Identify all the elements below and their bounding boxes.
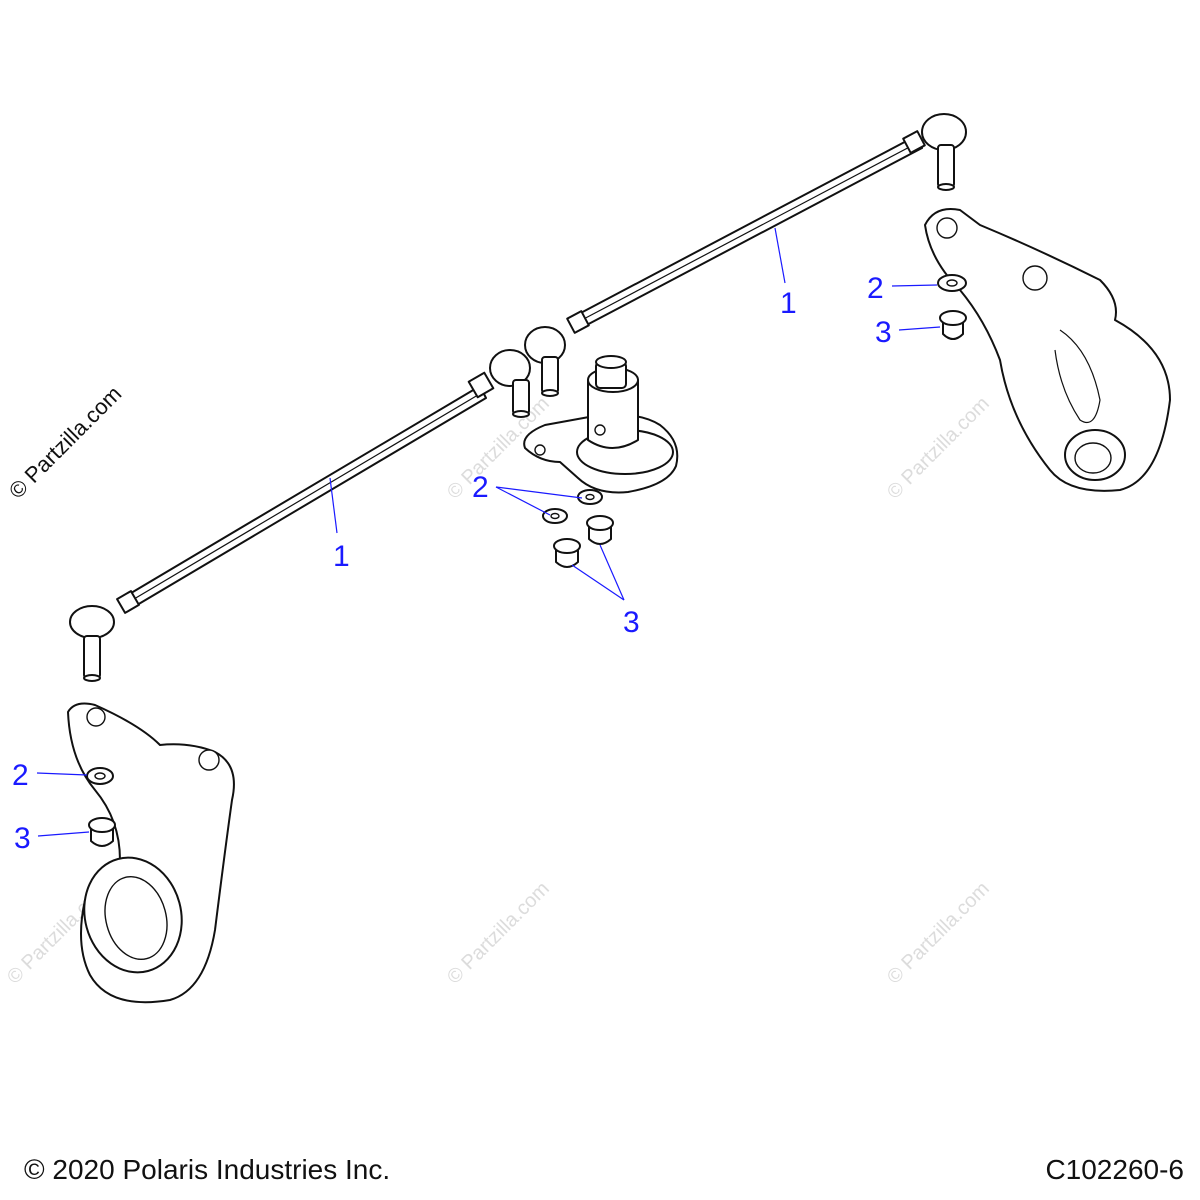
washers bbox=[86, 274, 967, 785]
steering-pivot bbox=[523, 355, 679, 494]
callout-nut-left: 3 bbox=[14, 822, 31, 855]
callout-nut-center: 3 bbox=[623, 606, 640, 639]
side-watermark: © Partzilla.com bbox=[4, 381, 127, 504]
callout-nut-right: 3 bbox=[875, 316, 892, 349]
callout-washer-center: 2 bbox=[472, 471, 489, 504]
knuckle-left bbox=[67, 702, 235, 1004]
tie-rod-right bbox=[524, 113, 967, 397]
callout-washer-right: 2 bbox=[867, 272, 884, 305]
watermark: © Partzilla.com bbox=[883, 393, 994, 504]
knuckle-right bbox=[924, 208, 1171, 492]
figure-id: C102260-6 bbox=[1045, 1154, 1184, 1185]
callout-tie-rod-right: 1 bbox=[780, 287, 797, 320]
copyright-notice: © 2020 Polaris Industries Inc. bbox=[24, 1154, 391, 1185]
callout-washer-left: 2 bbox=[12, 759, 29, 792]
leader-lines bbox=[36, 227, 941, 837]
watermark: © Partzilla.com bbox=[443, 878, 554, 989]
nuts bbox=[88, 310, 967, 847]
watermark: © Partzilla.com bbox=[883, 878, 994, 989]
callout-tie-rod-left: 1 bbox=[333, 540, 350, 573]
callouts: 1 1 2 3 2 3 2 3 bbox=[12, 272, 892, 855]
tie-rod-left bbox=[69, 349, 531, 682]
